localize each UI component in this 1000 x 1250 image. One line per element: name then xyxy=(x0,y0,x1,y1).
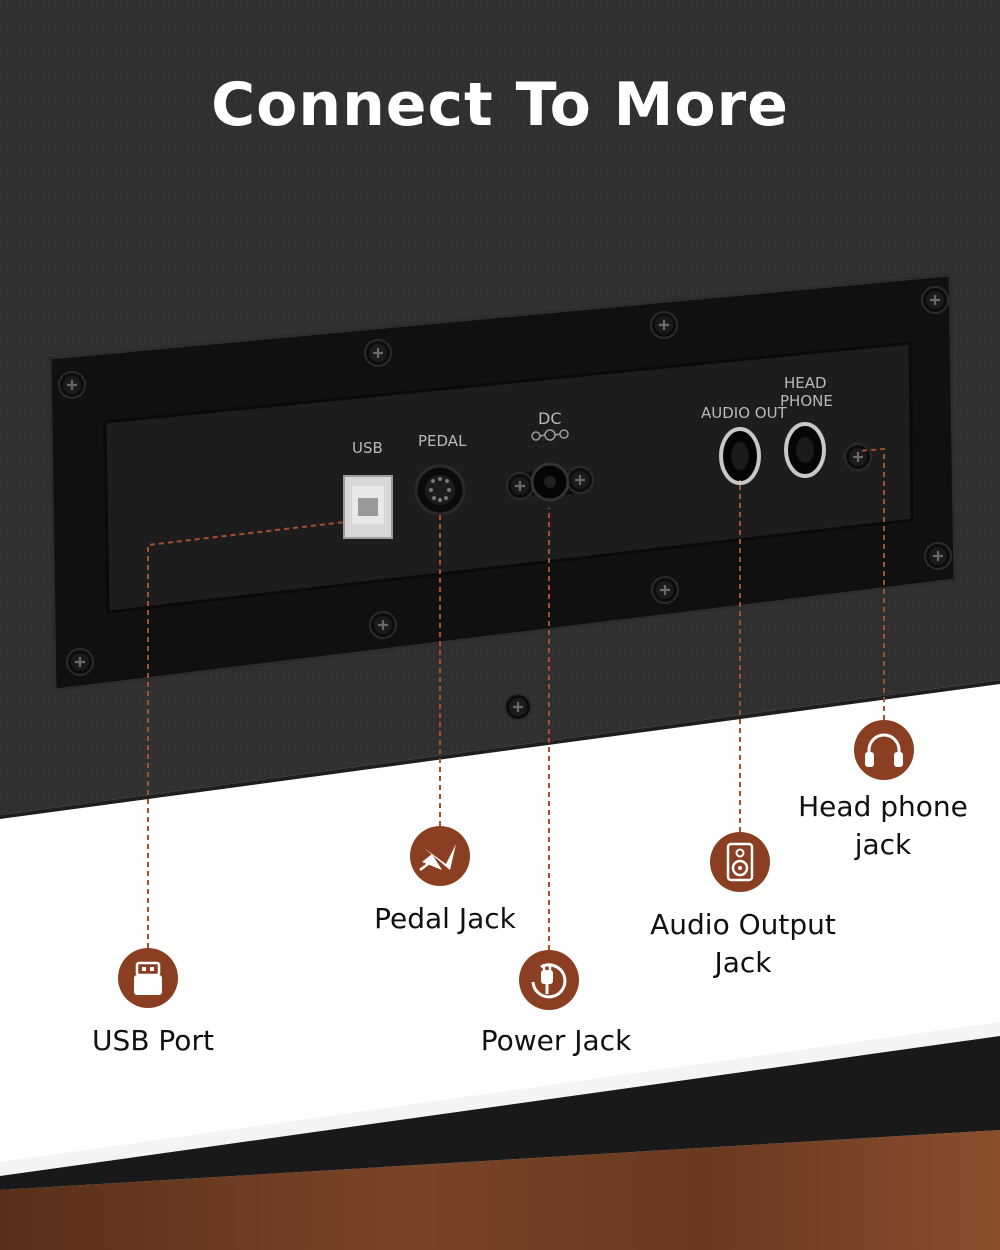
screw-icon xyxy=(649,310,679,340)
body-edge xyxy=(0,680,1000,819)
headphones-icon xyxy=(854,720,914,780)
screw-icon xyxy=(368,610,398,640)
screw-icon xyxy=(65,647,95,677)
white-trim xyxy=(0,1022,1000,1176)
audio-output-jack-line2: Jack xyxy=(714,946,772,979)
audio-output-jack-label: Audio Output Jack xyxy=(620,906,866,982)
panel-label-usb: USB xyxy=(352,439,383,457)
pedal-icon xyxy=(410,826,470,886)
screw-icon xyxy=(923,541,953,571)
dc-power-jack xyxy=(505,462,595,502)
page-title: Connect To More xyxy=(211,70,789,140)
panel-label-audio-out: AUDIO OUT xyxy=(701,404,788,422)
leader-lines xyxy=(147,447,885,950)
screw-icon xyxy=(57,370,87,400)
screw-icon xyxy=(503,692,533,722)
headphone-jack xyxy=(784,422,826,478)
panel-label-head: HEAD xyxy=(784,374,827,392)
headphone-jack-line2: jack xyxy=(854,828,912,861)
headphone-jack-label: Head phone jack xyxy=(770,788,996,864)
panel-label-phone: PHONE xyxy=(780,392,833,410)
speaker-icon xyxy=(710,832,770,892)
pedal-din-jack xyxy=(414,464,466,516)
screw-icon xyxy=(843,442,873,472)
headphone-jack-line1: Head phone xyxy=(798,790,968,823)
audio-output-jack-line1: Audio Output xyxy=(650,908,836,941)
screw-icon xyxy=(363,338,393,368)
usb-plug-icon xyxy=(118,948,178,1008)
panel-label-pedal: PEDAL xyxy=(418,432,467,450)
screw-icon xyxy=(650,575,680,605)
audio-out-jack xyxy=(719,427,761,485)
screw-icon xyxy=(920,285,950,315)
power-plug-icon xyxy=(519,950,579,1010)
power-jack-label: Power Jack xyxy=(480,1024,632,1057)
pedal-jack-label: Pedal Jack xyxy=(374,902,516,935)
dc-polarity-symbol xyxy=(531,429,569,441)
usb-b-port xyxy=(343,475,393,539)
usb-port-label: USB Port xyxy=(92,1024,214,1057)
wood-base xyxy=(0,1130,1000,1250)
panel-label-dc: DC xyxy=(538,409,562,428)
connector-recess xyxy=(103,341,914,614)
